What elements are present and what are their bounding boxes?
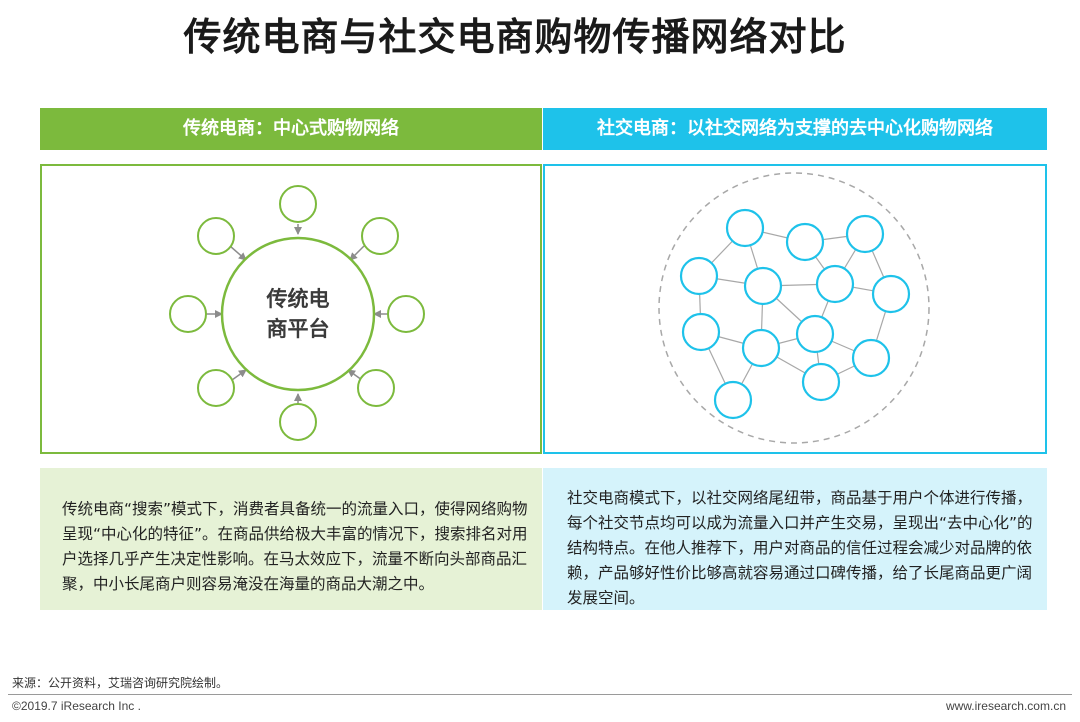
arrow-upper-right [349, 245, 365, 261]
consumer-node [169, 295, 207, 333]
hub-label-line1: 传统电 [266, 287, 330, 311]
social-network-panel [543, 164, 1047, 454]
social-node [713, 380, 753, 420]
footer-divider [8, 694, 1072, 695]
traditional-header: 传统电商：中心式购物网络 [40, 108, 542, 150]
consumer-node [387, 295, 425, 333]
arrow-lower-left [231, 369, 247, 381]
social-description: 社交电商模式下，以社交网络尾纽带，商品基于用户个体进行传播，每个社交节点均可以成… [543, 468, 1047, 610]
consumer-node [197, 369, 235, 407]
social-node [725, 208, 765, 248]
social-node [785, 222, 825, 262]
consumer-node [279, 185, 317, 223]
page-title: 传统电商与社交电商购物传播网络对比 [183, 15, 847, 59]
social-node [801, 362, 841, 402]
social-nodes [679, 208, 911, 420]
social-node [845, 214, 885, 254]
consumer-node [357, 369, 395, 407]
hub-label-line2: 商平台 [267, 317, 330, 341]
social-header: 社交电商：以社交网络为支撑的去中心化购物网络 [543, 108, 1047, 150]
network-boundary-circle [658, 172, 930, 444]
social-node [851, 338, 891, 378]
social-node [795, 314, 835, 354]
social-node [679, 256, 719, 296]
social-node [681, 312, 721, 352]
centralized-network-diagram: 传统电 商平台 [169, 185, 425, 441]
social-node [741, 328, 781, 368]
consumer-node [279, 403, 317, 441]
platform-hub-node [220, 236, 376, 392]
traditional-network-panel: 传统电 商平台 [40, 164, 542, 454]
social-node [871, 274, 911, 314]
consumer-node [197, 217, 235, 255]
source-note: 来源：公开资料，艾瑞咨询研究院绘制。 [12, 676, 229, 690]
consumer-node [361, 217, 399, 255]
copyright-text: ©2019.7 iResearch Inc . [12, 699, 141, 713]
arrow-upper-left [229, 245, 247, 261]
traditional-description: 传统电商“搜索”模式下，消费者具备统一的流量入口，使得网络购物呈现“中心化的特征… [40, 468, 542, 610]
social-node [815, 264, 855, 304]
social-node [743, 266, 783, 306]
decentralized-network-diagram [658, 172, 930, 444]
website-link[interactable]: www.iresearch.com.cn [945, 699, 1066, 713]
